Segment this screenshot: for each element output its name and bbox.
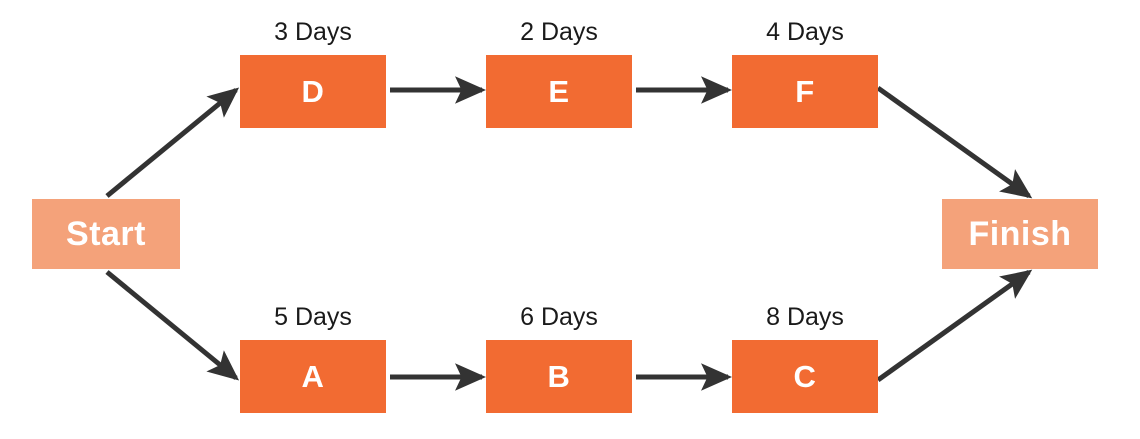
duration-label-c: 8 Days <box>766 303 844 331</box>
connector-f-to-finish <box>876 85 1033 199</box>
node-task-a[interactable]: A <box>240 340 386 413</box>
node-task-e[interactable]: E <box>486 55 632 128</box>
connector-c-to-finish <box>876 269 1033 383</box>
node-task-b[interactable]: B <box>486 340 632 413</box>
duration-label-d: 3 Days <box>274 18 352 46</box>
duration-label-b: 6 Days <box>520 303 598 331</box>
node-start[interactable]: Start <box>32 199 180 269</box>
node-task-f[interactable]: F <box>732 55 878 128</box>
node-task-c[interactable]: C <box>732 340 878 413</box>
node-finish[interactable]: Finish <box>942 199 1098 269</box>
duration-label-f: 4 Days <box>766 18 844 46</box>
duration-label-e: 2 Days <box>520 18 598 46</box>
node-task-d[interactable]: D <box>240 55 386 128</box>
duration-label-a: 5 Days <box>274 303 352 331</box>
connector-start-to-d <box>105 87 240 198</box>
connector-start-to-a <box>105 270 240 381</box>
